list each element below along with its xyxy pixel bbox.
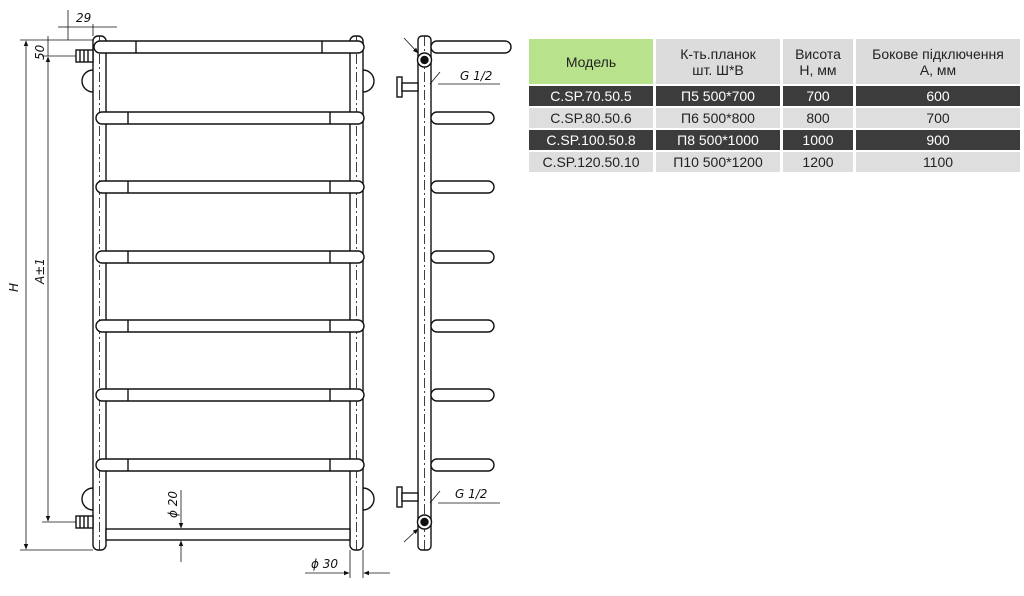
front-bars (95, 111, 365, 472)
cell-bars: П10 500*1200 (656, 152, 780, 172)
dim-thread-bottom: G 1/2 (455, 487, 487, 501)
side-dimensions (403, 37, 500, 543)
dim-top-width: 29 (76, 11, 91, 25)
dim-top-offset: 50 (33, 44, 47, 60)
dim-tube-diameter: ϕ 20 (166, 491, 180, 518)
cell-bars: П8 500*1000 (656, 130, 780, 150)
fitting-top-left (75, 49, 94, 93)
dim-rail-diameter: ϕ 30 (311, 557, 338, 571)
cell-side-connection: 1100 (856, 152, 1020, 172)
cell-model: C.SP.120.50.10 (529, 152, 653, 172)
cell-height: 1000 (783, 130, 853, 150)
cell-side-connection: 900 (856, 130, 1020, 150)
cell-bars: П6 500*800 (656, 108, 780, 128)
side-bars (430, 111, 495, 472)
cell-bars: П5 500*700 (656, 86, 780, 106)
front-view (75, 35, 375, 551)
top-bar (93, 40, 365, 54)
cell-model: C.SP.100.50.8 (529, 130, 653, 150)
technical-drawing: 29 50 H A±1 ϕ 20 ϕ 30 (7, 10, 512, 578)
mount-bottom (416, 514, 433, 530)
cell-height: 1200 (783, 152, 853, 172)
header-model: Модель (529, 39, 653, 84)
side-fitting-bottom (396, 486, 419, 508)
table-row: C.SP.100.50.8 П8 500*1000 1000 900 (529, 130, 1020, 150)
cell-height: 700 (783, 86, 853, 106)
dim-height-h: H (7, 283, 21, 292)
dim-thread-top: G 1/2 (460, 69, 492, 83)
cell-model: C.SP.80.50.6 (529, 108, 653, 128)
side-view (396, 35, 512, 551)
mount-top (416, 52, 433, 68)
dim-connection-a: A±1 (33, 258, 47, 285)
bottom-bar (105, 528, 351, 541)
cell-model: C.SP.70.50.5 (529, 86, 653, 106)
table-row: C.SP.120.50.10 П10 500*1200 1200 1100 (529, 152, 1020, 172)
cell-side-connection: 600 (856, 86, 1020, 106)
fitting-bottom-left (75, 487, 94, 529)
side-fitting-top (396, 76, 419, 98)
cell-side-connection: 700 (856, 108, 1020, 128)
cell-height: 800 (783, 108, 853, 128)
table-row: C.SP.70.50.5 П5 500*700 700 600 (529, 86, 1020, 106)
front-dimensions (20, 10, 390, 578)
table-row: C.SP.80.50.6 П6 500*800 800 700 (529, 108, 1020, 128)
